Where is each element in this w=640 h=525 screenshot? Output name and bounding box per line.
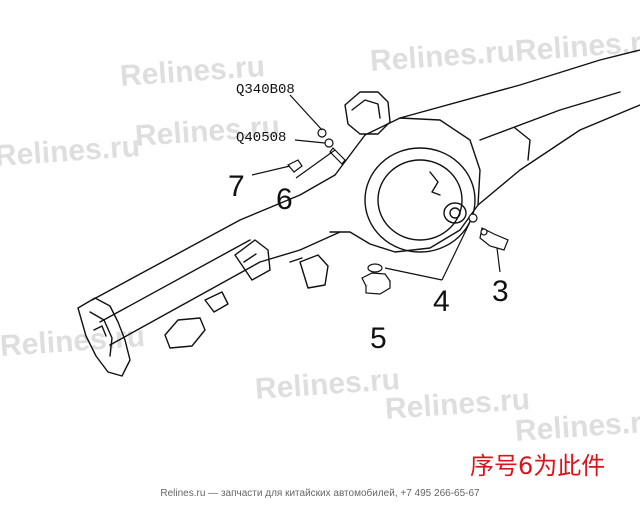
leader-4a [441,221,471,281]
leader-3 [496,247,501,273]
washer-part-4a [468,213,478,223]
part-note: 序号6为此件 [470,452,606,480]
washer-part-4b [367,263,383,273]
callout-5: 5 [370,322,387,355]
diff-cover [364,147,476,253]
nut-q340b08 [317,128,327,138]
callout-4: 4 [433,285,450,318]
axle-tube-left [91,174,336,301]
left-flange [77,297,131,377]
axle-tube-right [399,49,640,119]
leader-6 [295,149,336,179]
callout-6: 6 [276,183,293,216]
part-code-label: Q340B08 [236,82,295,98]
leader-4b [384,267,443,281]
leader-code-a [289,94,323,131]
footer-text: Relines.ru — запчасти для китайских авто… [160,488,480,499]
callout-7: 7 [228,170,245,203]
callout-3: 3 [492,275,509,308]
diff-housing [329,117,481,253]
leader-code-b [294,139,326,144]
part-code-label: Q40508 [236,130,287,146]
stud-part-6 [329,147,346,165]
pinion-flange [344,91,391,135]
washer-q40508 [324,138,334,148]
clip-part-7 [287,159,303,173]
leader-7 [251,165,291,176]
